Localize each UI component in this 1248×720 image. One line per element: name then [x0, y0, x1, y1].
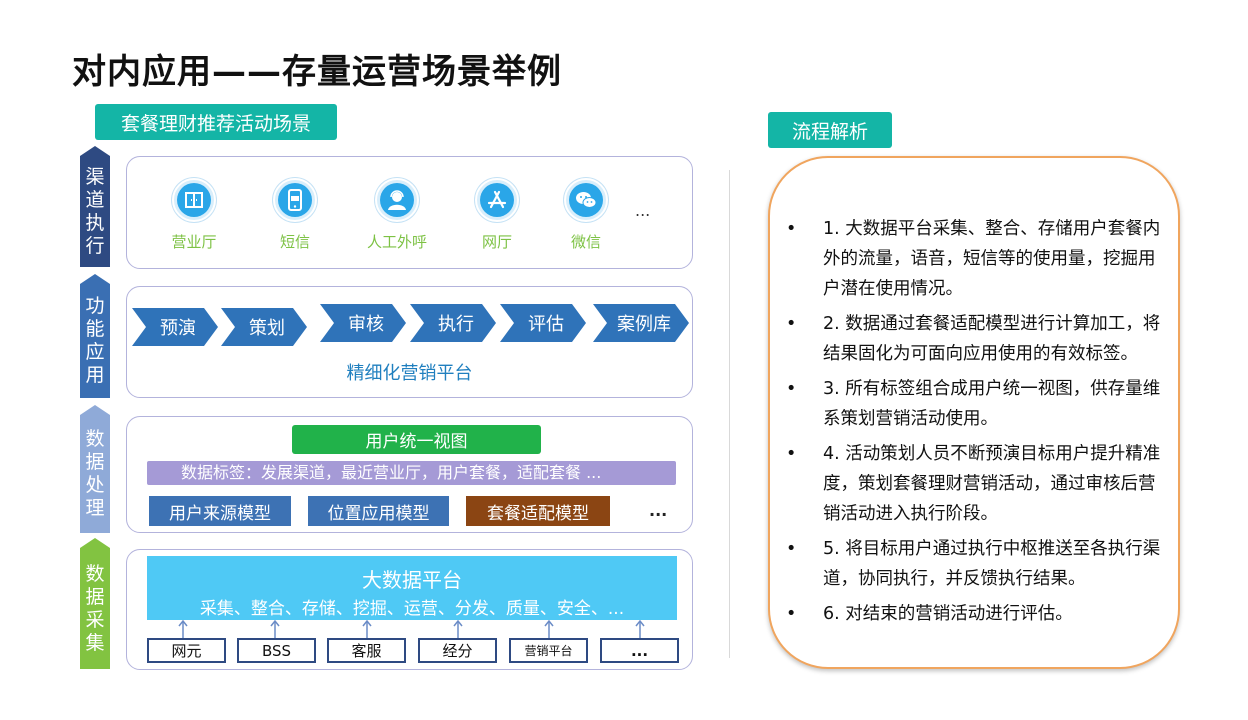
side-label-function-application: 功能应用 — [80, 274, 110, 398]
chevron-arrow-icon — [593, 304, 689, 342]
bullet: • — [786, 539, 797, 559]
channel-store: 营业厅 — [154, 178, 234, 252]
function-layer: 预演 策划 审核 执行 评估 案例库 精细化营销平台 — [126, 286, 693, 398]
step-label: 执行 — [438, 314, 474, 335]
step-evaluation: 评估 — [500, 302, 586, 344]
channel-label: 微信 — [570, 233, 601, 251]
channel-web: 网厅 — [457, 178, 537, 252]
flow-item: • 2. 数据通过套餐适配模型进行计算加工，将结果固化为可面向应用使用的有效标签。 — [786, 309, 1170, 369]
channel-call: 人工外呼 — [357, 178, 437, 252]
store-icon — [185, 192, 203, 208]
flow-list: • 1. 大数据平台采集、整合、存储用户套餐内外的流量，语音，短信等的使用量，挖掘… — [786, 214, 1170, 634]
processing-layer: 用户统一视图 数据标签：发展渠道，最近营业厅，用户套餐，适配套餐 ... 用户来… — [126, 416, 693, 533]
bullet: • — [786, 314, 797, 334]
side-label-text: 功能应用 — [85, 295, 105, 386]
flow-item: • 6. 对结束的营销活动进行评估。 — [786, 599, 1170, 629]
flow-item-text: 5. 将目标用户通过执行中枢推送至各执行渠道，协同执行，并反馈执行结果。 — [823, 539, 1161, 589]
bullet: • — [786, 604, 797, 624]
source-customer-service: 客服 — [327, 638, 406, 663]
flow-item-text: 2. 数据通过套餐适配模型进行计算加工，将结果固化为可面向应用使用的有效标签。 — [823, 314, 1161, 364]
collection-layer: 大数据平台 采集、整合、存储、挖掘、运营、分发、质量、安全、... 网元 BSS… — [126, 549, 693, 670]
data-tags-bar: 数据标签：发展渠道，最近营业厅，用户套餐，适配套餐 ... — [147, 461, 676, 485]
up-arrow-icon — [178, 620, 188, 638]
flow-item-text: 4. 活动策划人员不断预演目标用户提升精准度，策划套餐理财营销活动，通过审核后营… — [823, 444, 1161, 524]
step-label: 评估 — [528, 314, 564, 335]
bullet: • — [786, 444, 797, 464]
step-planning: 策划 — [221, 306, 307, 348]
models-more: ... — [649, 501, 668, 520]
flow-item-text: 3. 所有标签组合成用户统一视图，供存量维系策划营销活动使用。 — [823, 379, 1161, 429]
up-arrow-icon — [544, 620, 554, 638]
source-bss: BSS — [237, 638, 316, 663]
side-label-data-collection: 数据采集 — [80, 538, 110, 669]
chevron-arrow-icon — [132, 308, 218, 346]
channel-label: 人工外呼 — [366, 233, 427, 251]
step-label: 策划 — [249, 318, 285, 339]
side-label-text: 数据处理 — [85, 428, 105, 519]
bullet: • — [786, 379, 797, 399]
channel-label: 网厅 — [481, 233, 512, 251]
wechat-icon — [576, 192, 597, 208]
model-user-source: 用户来源模型 — [149, 496, 291, 526]
step-label: 审核 — [348, 314, 384, 335]
step-label: 预演 — [160, 318, 196, 339]
source-marketing-platform: 营销平台 — [509, 638, 588, 663]
page-title: 对内应用——存量运营场景举例 — [72, 52, 562, 92]
side-label-data-processing: 数据处理 — [80, 405, 110, 533]
flow-analysis-tag: 流程解析 — [768, 112, 892, 148]
side-label-channel-execution: 渠道执行 — [80, 146, 110, 267]
step-label: 案例库 — [617, 314, 671, 335]
sms-phone-icon — [288, 189, 302, 211]
channel-layer: 营业厅 短信 人工外呼 网厅 微信 ... — [126, 156, 693, 269]
channel-more: ... — [635, 201, 651, 220]
model-location: 位置应用模型 — [308, 496, 449, 526]
side-label-text: 渠道执行 — [85, 165, 105, 257]
bigdata-platform: 大数据平台 采集、整合、存储、挖掘、运营、分发、质量、安全、... — [147, 556, 677, 620]
channel-sms: 短信 — [255, 178, 335, 252]
up-arrow-icon — [635, 620, 645, 638]
flow-item: • 4. 活动策划人员不断预演目标用户提升精准度，策划套餐理财营销活动，通过审核后… — [786, 439, 1170, 529]
model-package-fit: 套餐适配模型 — [466, 496, 610, 526]
marketing-platform-label: 精细化营销平台 — [346, 363, 473, 384]
chevron-arrow-icon — [500, 304, 586, 342]
source-business-analysis: 经分 — [418, 638, 497, 663]
channel-wechat: 微信 — [546, 178, 626, 252]
channel-label: 短信 — [279, 233, 310, 251]
flow-item: • 1. 大数据平台采集、整合、存储用户套餐内外的流量，语音，短信等的使用量，挖掘… — [786, 214, 1170, 304]
flow-item: • 3. 所有标签组合成用户统一视图，供存量维系策划营销活动使用。 — [786, 374, 1170, 434]
bullet: • — [786, 219, 797, 239]
channel-label: 营业厅 — [171, 233, 217, 251]
up-arrow-icon — [362, 620, 372, 638]
chevron-arrow-icon — [221, 308, 307, 346]
bigdata-title: 大数据平台 — [362, 568, 462, 592]
step-case-library: 案例库 — [593, 302, 689, 344]
user-unified-view: 用户统一视图 — [292, 425, 541, 454]
chevron-arrow-icon — [320, 304, 406, 342]
side-label-text: 数据采集 — [85, 562, 105, 654]
flow-item: • 5. 将目标用户通过执行中枢推送至各执行渠道，协同执行，并反馈执行结果。 — [786, 534, 1170, 594]
agent-icon — [388, 190, 406, 210]
flow-item-text: 6. 对结束的营销活动进行评估。 — [823, 604, 1073, 624]
source-more: ... — [600, 638, 679, 663]
bigdata-capabilities: 采集、整合、存储、挖掘、运营、分发、质量、安全、... — [199, 599, 625, 619]
step-rehearsal: 预演 — [132, 306, 218, 348]
step-review: 审核 — [320, 302, 406, 344]
step-execution: 执行 — [410, 302, 496, 344]
source-network-element: 网元 — [147, 638, 226, 663]
scene-tag: 套餐理财推荐活动场景 — [95, 104, 337, 140]
app-store-icon — [487, 190, 507, 209]
up-arrow-icon — [270, 620, 280, 638]
chevron-arrow-icon — [410, 304, 496, 342]
flow-analysis-box: • 1. 大数据平台采集、整合、存储用户套餐内外的流量，语音，短信等的使用量，挖掘… — [768, 156, 1180, 669]
vertical-divider — [729, 170, 730, 658]
up-arrow-icon — [453, 620, 463, 638]
flow-item-text: 1. 大数据平台采集、整合、存储用户套餐内外的流量，语音，短信等的使用量，挖掘用… — [823, 219, 1161, 299]
